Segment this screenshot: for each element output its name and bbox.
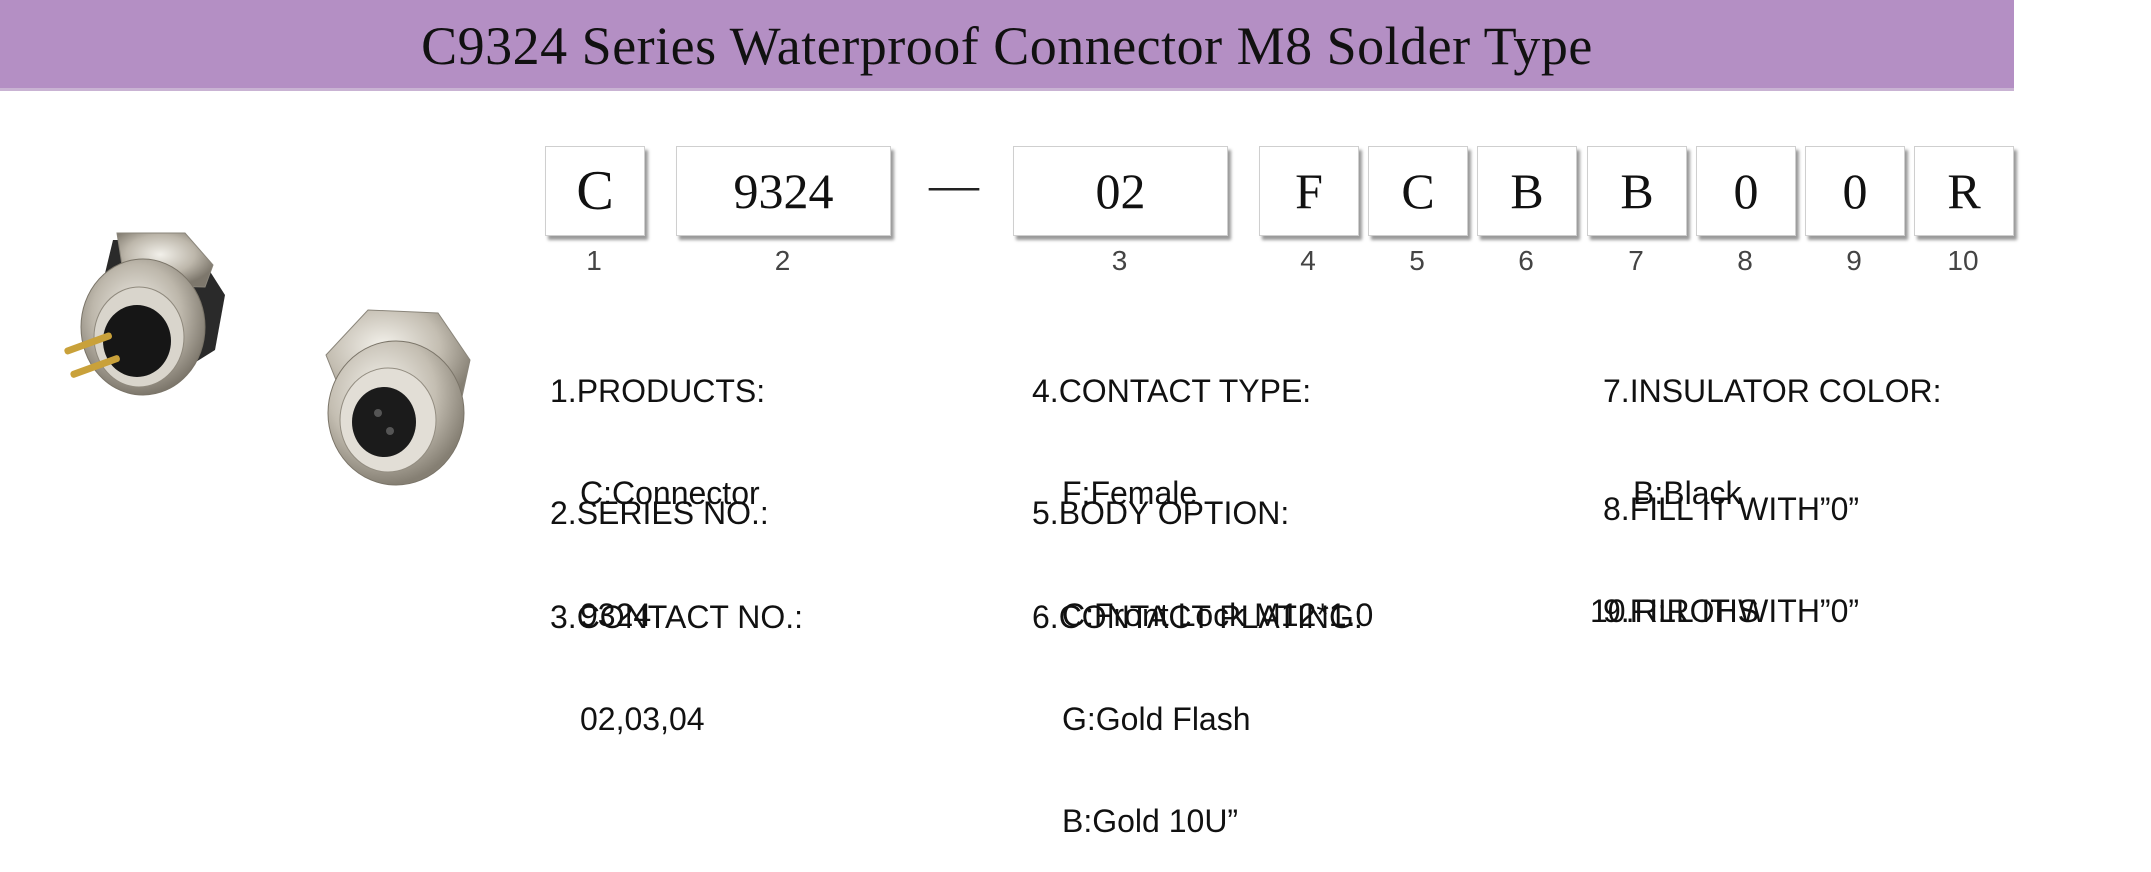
spec-products: 1.PRODUCTS: C:Connector [550,306,765,544]
code-index: 3 [1111,245,1128,276]
code-box-plating: B [1477,146,1577,236]
code-index: 5 [1409,245,1425,276]
spec-rohs: 10.R:ROHS [1590,526,1759,662]
code-index: 10 [1947,245,1979,276]
spec-series-no: 2.SERIES NO.: 9324 [550,428,769,666]
connector-photo-front [325,309,471,486]
title-banner: C9324 Series Waterproof Connector M8 Sol… [0,0,2014,91]
code-index: 6 [1518,245,1534,276]
spec-value: F:Female [1062,475,1198,511]
spec-heading: 7.INSULATOR COLOR: [1603,373,1942,409]
page-title: C9324 Series Waterproof Connector M8 Sol… [421,16,1593,76]
spec-heading: 4.CONTACT TYPE: [1032,373,1312,409]
connector-photo-rear [64,232,225,396]
spec-heading: 9.FILL IT WITH”0” [1603,593,1860,629]
spec-contact-plating: 6.CONTACT PLATING: G:Gold Flash B:Gold 1… [1032,532,1363,872]
spec-contact-type: 4.CONTACT TYPE: F:Female [1032,306,1311,544]
spec-value: G:Gold Flash [1062,701,1251,737]
code-index: 2 [774,245,791,276]
spec-fill-8: 8.FILL IT WITH”0” 9.FILL IT WITH”0” [1603,424,1859,662]
spec-contact-no: 3.CONTACT NO.: 02,03,04 [550,532,803,770]
code-index: 7 [1628,245,1644,276]
code-box-body-option: C [1368,146,1468,236]
code-box-products: C [545,146,645,236]
code-box-contact-type: F [1259,146,1359,236]
spec-body-option: 5.BODY OPTION: C:Front Lock M12*1.0 [1032,428,1373,666]
code-box-series: 9324 [676,146,891,236]
code-index: 9 [1846,245,1862,276]
code-box-rohs: R [1914,146,2014,236]
spec-heading: 3.CONTACT NO.: [550,599,804,635]
spec-heading: 8.FILL IT WITH”0” [1603,491,1860,527]
code-box-fill-8: 0 [1696,146,1796,236]
code-index: 8 [1737,245,1753,276]
spec-value: B:Black [1633,475,1742,511]
code-index: 4 [1300,245,1316,276]
spec-value: B:Gold 10U” [1062,803,1239,839]
code-separator: — [929,156,979,212]
spec-heading: 1.PRODUCTS: [550,373,766,409]
spec-value: C:Connector [580,475,760,511]
spec-insulator-color: 7.INSULATOR COLOR: B:Black [1603,306,1941,544]
spec-value: 02,03,04 [580,701,705,737]
code-box-fill-9: 0 [1805,146,1905,236]
code-index: 1 [586,245,602,276]
spec-heading: 5.BODY OPTION: [1032,495,1290,531]
spec-heading: 10.R:ROHS [1590,593,1759,629]
code-box-contact-no: 02 [1013,146,1228,236]
code-box-insulator: B [1587,146,1687,236]
spec-value: C:Front Lock M12*1.0 [1062,597,1374,633]
spec-heading: 2.SERIES NO.: [550,495,769,531]
spec-heading: 6.CONTACT PLATING: [1032,599,1363,635]
spec-value: 9324 [580,597,652,633]
